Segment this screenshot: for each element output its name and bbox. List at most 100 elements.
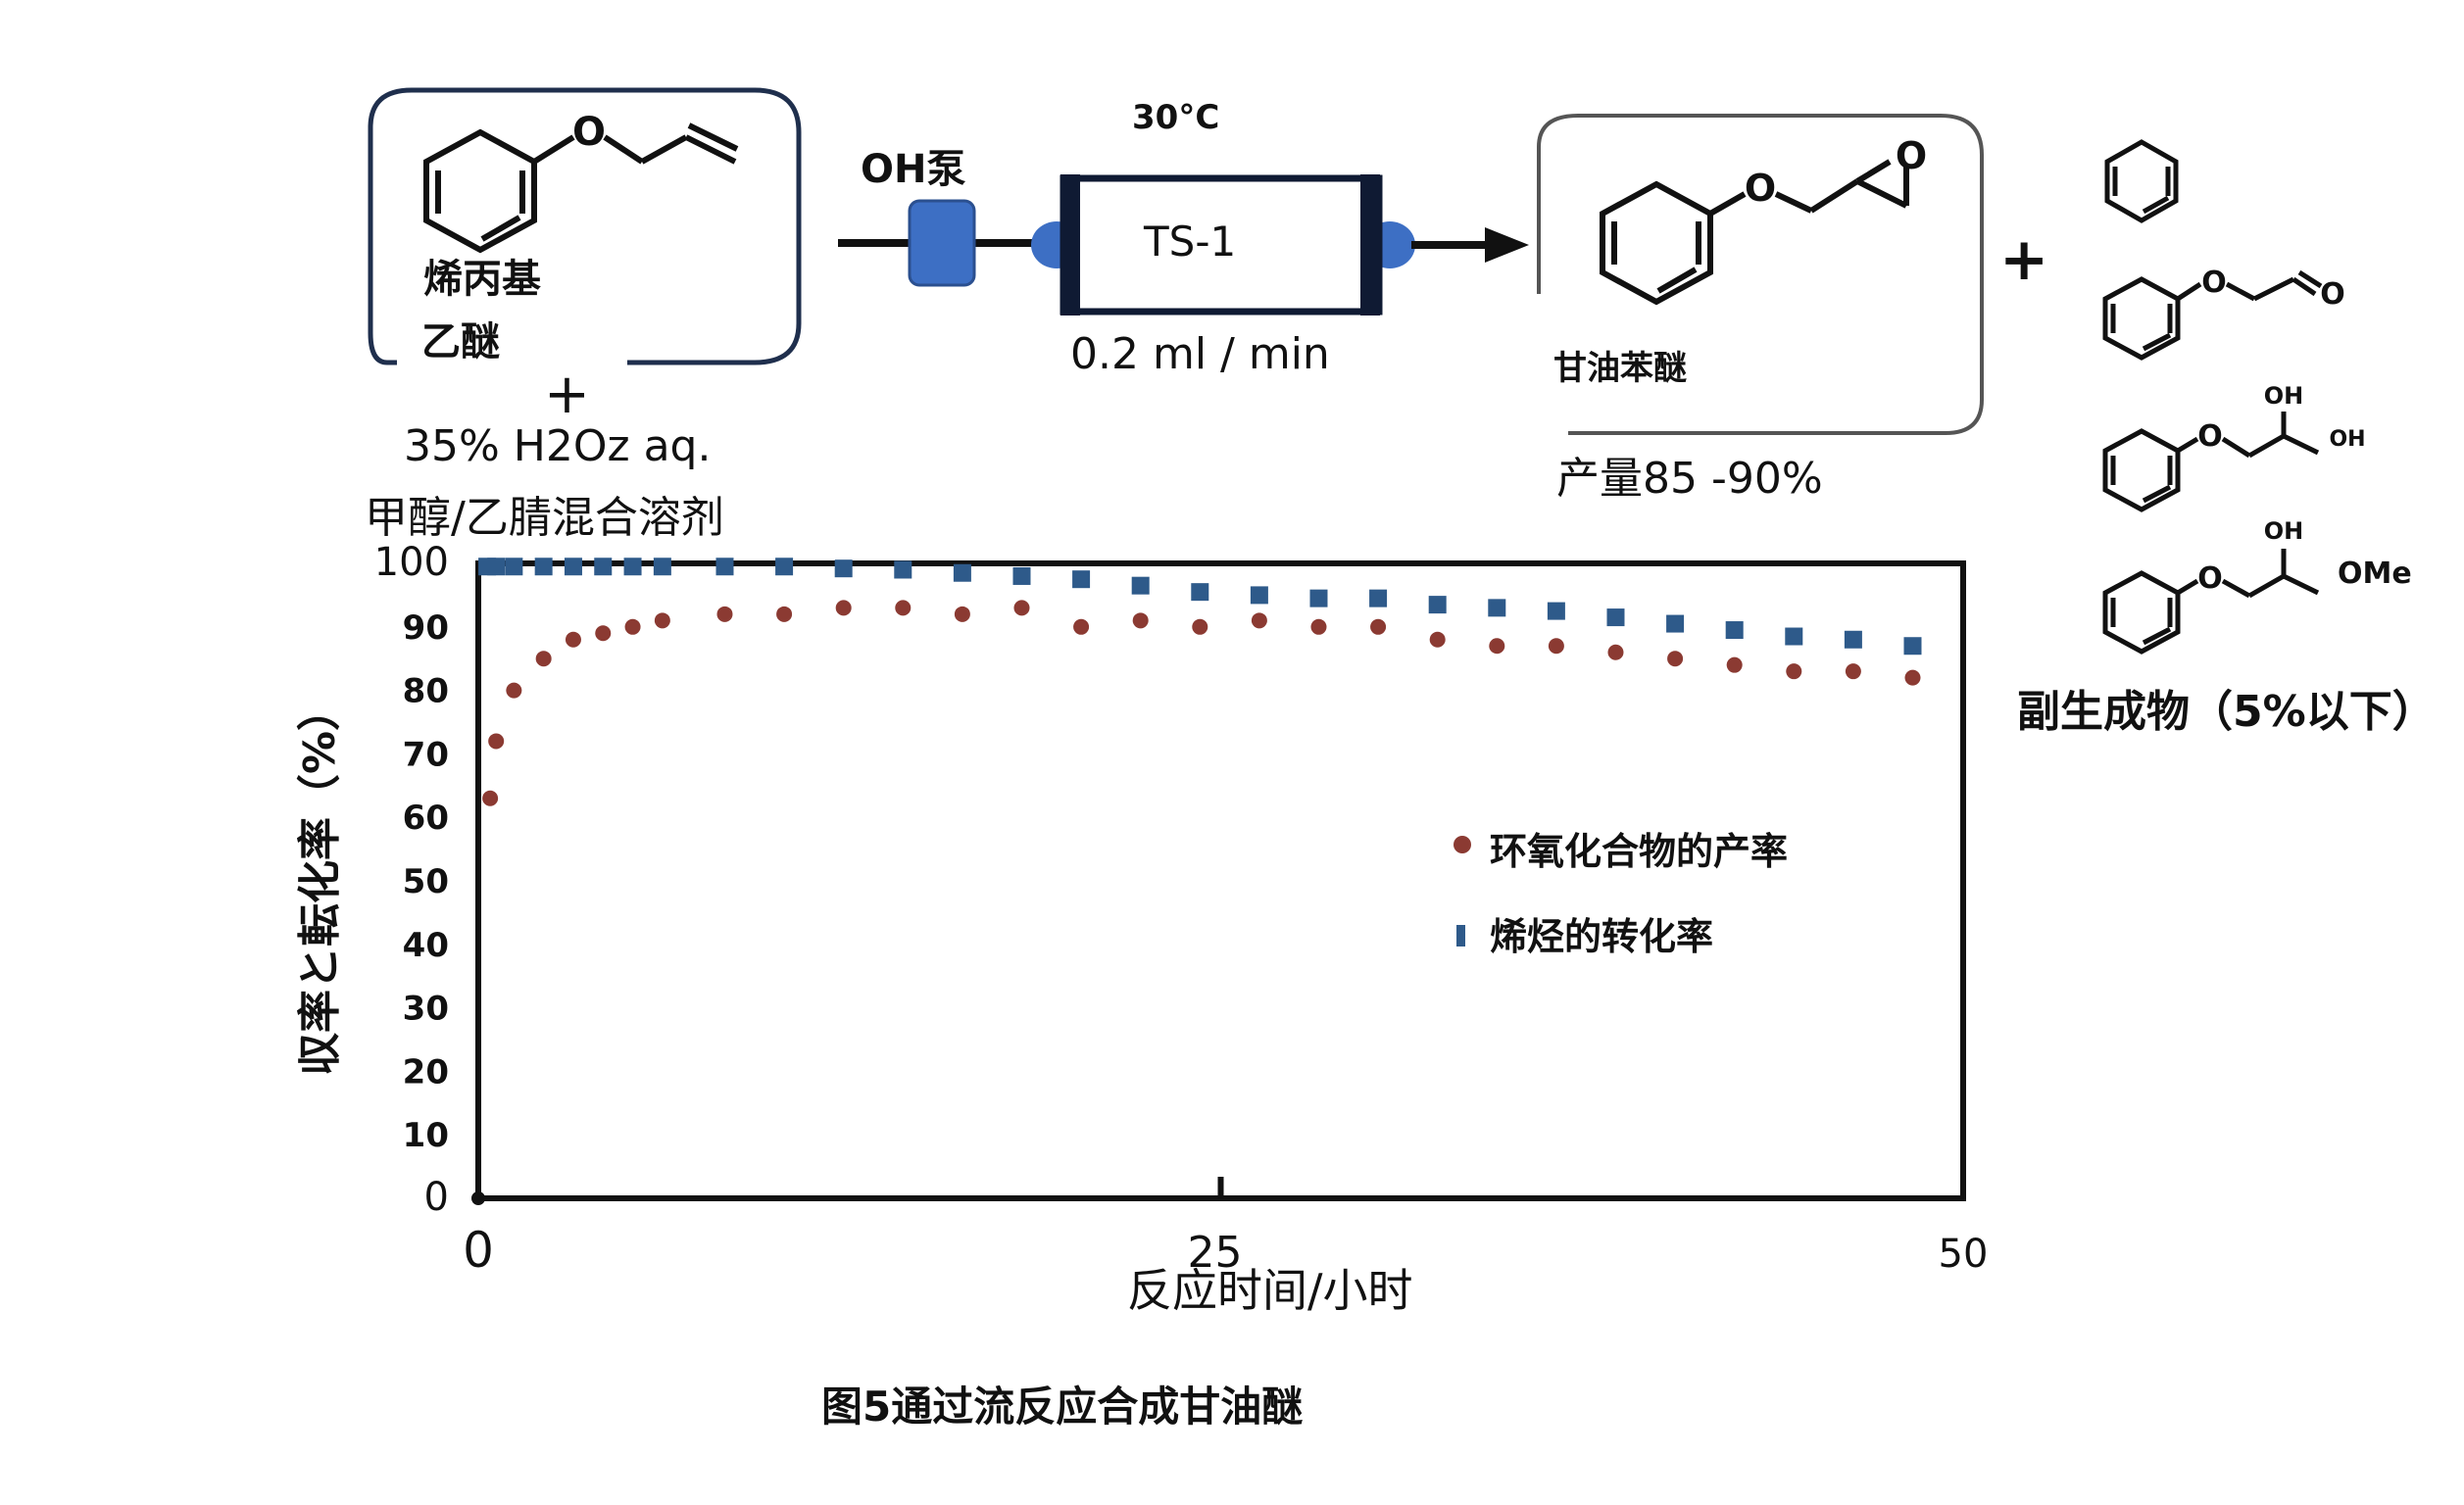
byproduct4-ome-label: OMe [2338, 557, 2412, 591]
y-tick-label-10: 10 [403, 1116, 449, 1155]
phenoxy-propanediol-structure [2102, 412, 2320, 512]
allyl-phenyl-ether-structure [423, 122, 739, 254]
epoxide-yield-point-26 [1786, 663, 1802, 680]
epoxide-yield-point-22 [1548, 638, 1564, 655]
y-tick-label-100: 100 [374, 540, 449, 585]
y-tick-label-90: 90 [403, 608, 449, 648]
byproduct2-oxygen-atom: O [2201, 266, 2227, 300]
epoxide-yield-point-3 [535, 651, 552, 667]
olefin-conversion-point-10 [834, 559, 853, 578]
flow-rate-label: 0.2 ml / min [1070, 329, 1330, 379]
olefin-conversion-point-24 [1666, 614, 1685, 633]
y-tick-label-20: 20 [403, 1052, 449, 1092]
olefin-conversion-point-4 [564, 558, 582, 576]
olefin-conversion-point-26 [1785, 627, 1803, 646]
y-tick-label-50: 50 [403, 862, 449, 901]
reactant-label-line2: 乙醚 [421, 319, 500, 364]
byproduct-label: 副生成物（5%以下） [2017, 687, 2436, 737]
olefin-conversion-point-13 [1012, 566, 1031, 585]
epoxide-yield-point-2 [506, 682, 522, 699]
arrow-head-icon [1485, 227, 1529, 263]
olefin-conversion-point-16 [1191, 583, 1209, 602]
epoxide-yield-point-25 [1726, 656, 1743, 673]
olefin-conversion-point-11 [894, 560, 912, 579]
product-box [1537, 114, 1984, 435]
epoxide-yield-point-0 [482, 790, 499, 806]
olefin-conversion-point-25 [1725, 621, 1744, 640]
byproduct3-oh-top: OH [2264, 382, 2304, 410]
olefin-conversion-point-21 [1488, 599, 1506, 617]
phenoxy-methoxypropanol-structure [2102, 549, 2320, 655]
olefin-conversion-point-19 [1369, 589, 1388, 607]
epoxide-yield-point-15 [1132, 612, 1149, 629]
reactant-plus-sign: + [544, 363, 590, 426]
reactant-box [368, 87, 802, 365]
olefin-conversion-point-15 [1131, 576, 1150, 595]
reactor-label: TS-1 [1144, 218, 1237, 266]
olefin-conversion-point-17 [1250, 586, 1268, 605]
epoxide-yield-point-28 [1904, 669, 1921, 686]
olefin-conversion-point-12 [953, 563, 971, 582]
reactant-label-line1: 烯丙基 [423, 257, 541, 302]
reagent-label: 35% H2Oz aq. [404, 421, 712, 471]
epoxide-yield-point-20 [1429, 631, 1446, 648]
solvent-label: 甲醇/乙腈混合溶剂 [365, 493, 724, 543]
plot-frame [475, 560, 1966, 1201]
olefin-conversion-point-5 [594, 558, 613, 576]
byproduct4-oxygen-atom: O [2197, 561, 2223, 596]
reactant-oxygen-atom: O [572, 110, 606, 155]
epoxide-yield-point-21 [1489, 638, 1505, 655]
epoxide-yield-point-13 [1013, 600, 1030, 616]
epoxide-yield-point-23 [1607, 644, 1624, 660]
phenoxyacetaldehyde-structure [2102, 269, 2323, 361]
byproduct4-oh-top: OH [2264, 517, 2304, 545]
epoxide-yield-point-10 [835, 600, 852, 616]
olefin-conversion-point-22 [1547, 602, 1565, 620]
olefin-conversion-point-9 [775, 558, 794, 576]
olefin-conversion-point-6 [623, 558, 642, 576]
legend-marker-epoxide-yield [1454, 836, 1471, 853]
x-tick-label-0: 0 [463, 1222, 494, 1279]
olefin-conversion-point-3 [534, 558, 553, 576]
epoxide-yield-point-17 [1251, 612, 1267, 629]
product-label: 甘油苯醚 [1553, 349, 1687, 388]
olefin-conversion-point-14 [1072, 570, 1091, 589]
figure-caption: 图5通过流反应合成甘油醚 [821, 1383, 1304, 1431]
y-tick-label-0: 0 [424, 1175, 449, 1220]
epoxide-yield-point-24 [1667, 651, 1684, 667]
olefin-conversion-point-27 [1844, 630, 1862, 649]
x-axis-title: 反应时间/小时 [1127, 1264, 1413, 1317]
pump-icon [908, 199, 976, 287]
y-axis-title: 収率と転化率（%） [295, 687, 345, 1077]
y-tick-label-40: 40 [403, 926, 449, 965]
epoxide-yield-point-7 [654, 612, 670, 629]
aldehyde-oxygen-atom: O [2320, 277, 2345, 312]
legend [1454, 836, 1471, 947]
ts1-reactor [1031, 174, 1415, 316]
olefin-conversion-point-7 [653, 558, 671, 576]
glycidyl-phenyl-ether-structure [1600, 159, 1909, 306]
epoxide-yield-point-11 [895, 600, 912, 616]
x-tick-label-50: 50 [1939, 1232, 1989, 1277]
y-tick-label-80: 80 [403, 672, 449, 711]
epoxide-yield-point-8 [716, 606, 733, 622]
epoxide-yield-point-12 [954, 606, 970, 622]
legend-marker-olefin-conversion [1456, 925, 1465, 947]
epoxide-yield-point-18 [1310, 618, 1327, 635]
pump-label: OH泵 [861, 147, 966, 192]
x-tick-label-25: 25 [1188, 1228, 1243, 1278]
epoxide-yield-point-9 [776, 606, 793, 622]
epoxide-yield-point-19 [1370, 618, 1387, 635]
product-oxygen-atom: O [1745, 167, 1776, 210]
y-tick-label-60: 60 [403, 799, 449, 838]
epoxide-yield-point-16 [1192, 618, 1208, 635]
epoxide-yield-point-4 [565, 631, 581, 648]
origin-dot [471, 1191, 485, 1205]
y-tick-label-70: 70 [403, 735, 449, 774]
legend-label-olefin-conversion: 烯烃的转化率 [1490, 915, 1714, 958]
olefin-conversion-point-8 [715, 558, 734, 576]
epoxide-yield-point-6 [624, 618, 641, 635]
olefin-conversion-point-2 [505, 558, 523, 576]
epoxide-yield-point-5 [595, 625, 612, 642]
